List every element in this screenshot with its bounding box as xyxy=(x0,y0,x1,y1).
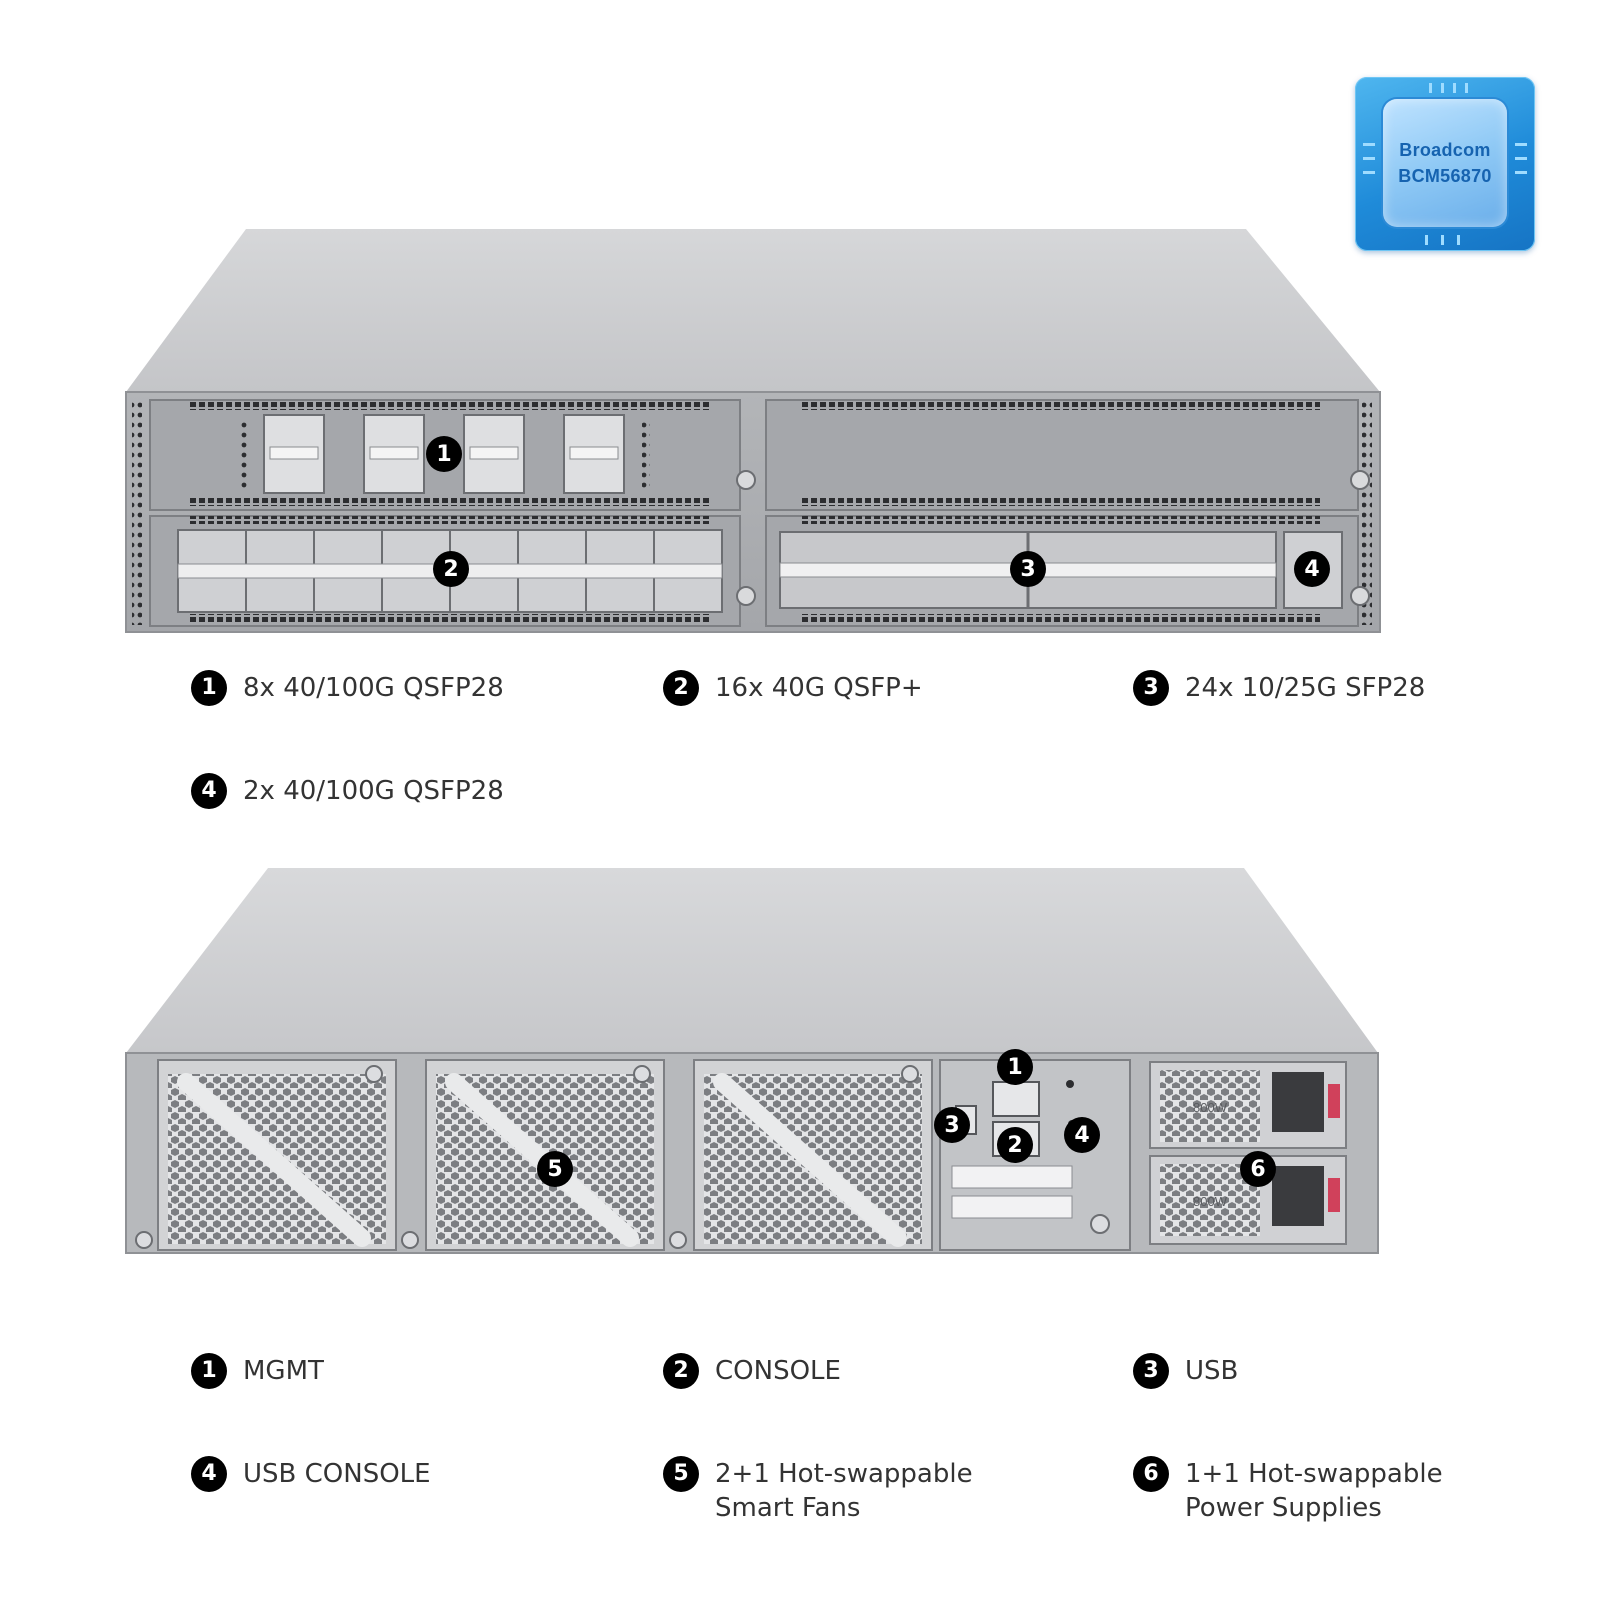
legend-rear-4-number: 4 xyxy=(191,1456,227,1492)
fan-module-1 xyxy=(157,1059,397,1251)
qsfp28-port-group-1 xyxy=(263,414,625,494)
fan-module-3 xyxy=(693,1059,933,1251)
psu-2-rating: 800W xyxy=(1193,1194,1228,1209)
chip-brand: Broadcom xyxy=(1399,140,1491,160)
legend-front-1: 1 8x 40/100G QSFP28 xyxy=(191,670,504,706)
rear-callout-4: 4 xyxy=(1064,1117,1100,1153)
legend-front-2-number: 2 xyxy=(663,670,699,706)
power-supply-1 xyxy=(1149,1061,1347,1149)
legend-rear-6: 6 1+1 Hot-swappable Power Supplies xyxy=(1133,1456,1443,1525)
chip-die: Broadcom BCM56870 xyxy=(1383,99,1507,227)
switch-front-view xyxy=(125,229,1381,633)
front-callout-1: 1 xyxy=(426,436,462,472)
management-panel xyxy=(939,1059,1131,1251)
chip-model: BCM56870 xyxy=(1398,166,1492,186)
legend-rear-1-text: MGMT xyxy=(243,1356,324,1386)
legend-rear-4-text: USB CONSOLE xyxy=(243,1459,431,1489)
legend-rear-2-number: 2 xyxy=(663,1353,699,1389)
legend-rear-5-number: 5 xyxy=(663,1456,699,1492)
front-callout-2: 2 xyxy=(433,551,469,587)
qsfp-plus-port-group-2 xyxy=(177,529,723,613)
front-callout-4: 4 xyxy=(1294,551,1330,587)
legend-rear-2-text: CONSOLE xyxy=(715,1356,841,1386)
legend-front-1-number: 1 xyxy=(191,670,227,706)
legend-rear-3-number: 3 xyxy=(1133,1353,1169,1389)
legend-rear-2: 2 CONSOLE xyxy=(663,1353,841,1389)
legend-rear-5-text: 2+1 Hot-swappable Smart Fans xyxy=(715,1459,973,1523)
rear-callout-5: 5 xyxy=(537,1151,573,1187)
legend-rear-1-number: 1 xyxy=(191,1353,227,1389)
legend-rear-5: 5 2+1 Hot-swappable Smart Fans xyxy=(663,1456,973,1525)
legend-rear-3: 3 USB xyxy=(1133,1353,1239,1389)
legend-front-4-number: 4 xyxy=(191,773,227,809)
legend-front-3-text: 24x 10/25G SFP28 xyxy=(1185,673,1426,703)
legend-rear-6-text: 1+1 Hot-swappable Power Supplies xyxy=(1185,1459,1443,1523)
rear-callout-6: 6 xyxy=(1240,1151,1276,1187)
psu-1-rating: 800W xyxy=(1193,1100,1228,1115)
front-callout-3: 3 xyxy=(1010,551,1046,587)
legend-rear-6-number: 6 xyxy=(1133,1456,1169,1492)
legend-front-3-number: 3 xyxy=(1133,670,1169,706)
broadcom-chip-badge: Broadcom BCM56870 xyxy=(1355,77,1535,251)
legend-rear-1: 1 MGMT xyxy=(191,1353,324,1389)
legend-front-2: 2 16x 40G QSFP+ xyxy=(663,670,923,706)
legend-front-2-text: 16x 40G QSFP+ xyxy=(715,673,923,703)
legend-front-4: 4 2x 40/100G QSFP28 xyxy=(191,773,504,809)
legend-front-1-text: 8x 40/100G QSFP28 xyxy=(243,673,504,703)
legend-rear-3-text: USB xyxy=(1185,1356,1239,1386)
power-supply-2 xyxy=(1149,1155,1347,1245)
legend-front-3: 3 24x 10/25G SFP28 xyxy=(1133,670,1426,706)
legend-front-4-text: 2x 40/100G QSFP28 xyxy=(243,776,504,806)
rear-callout-1: 1 xyxy=(997,1049,1033,1085)
rear-callout-2: 2 xyxy=(997,1127,1033,1163)
legend-rear-4: 4 USB CONSOLE xyxy=(191,1456,431,1492)
switch-rear-view: 800W 800W xyxy=(125,868,1379,1254)
rear-callout-3: 3 xyxy=(934,1107,970,1143)
